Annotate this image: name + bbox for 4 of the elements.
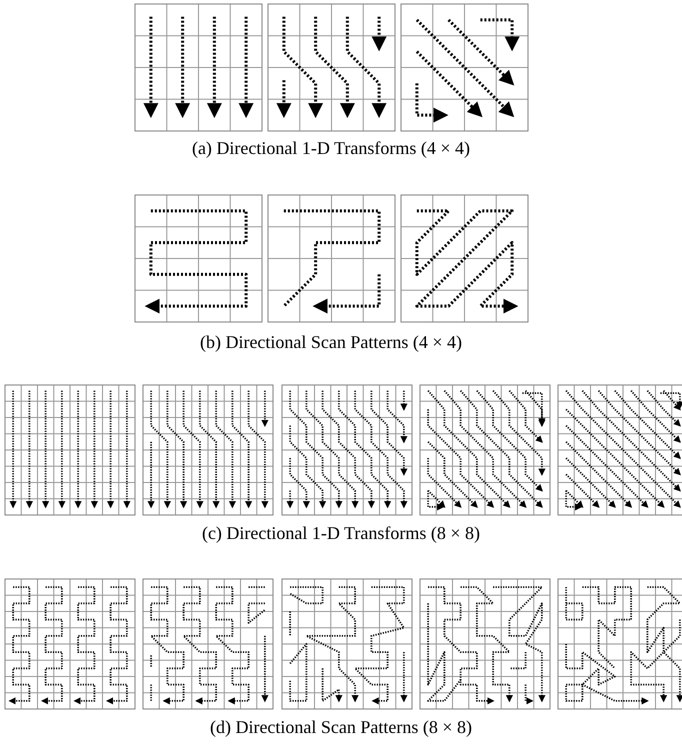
figure-caption: (d) Directional Scan Patterns (8 × 8) (210, 717, 472, 738)
figure-caption: (a) Directional 1-D Transforms (4 × 4) (192, 138, 470, 159)
figure-caption: (c) Directional 1-D Transforms (8 × 8) (202, 523, 480, 544)
figure-caption: (b) Directional Scan Patterns (4 × 4) (200, 332, 462, 353)
